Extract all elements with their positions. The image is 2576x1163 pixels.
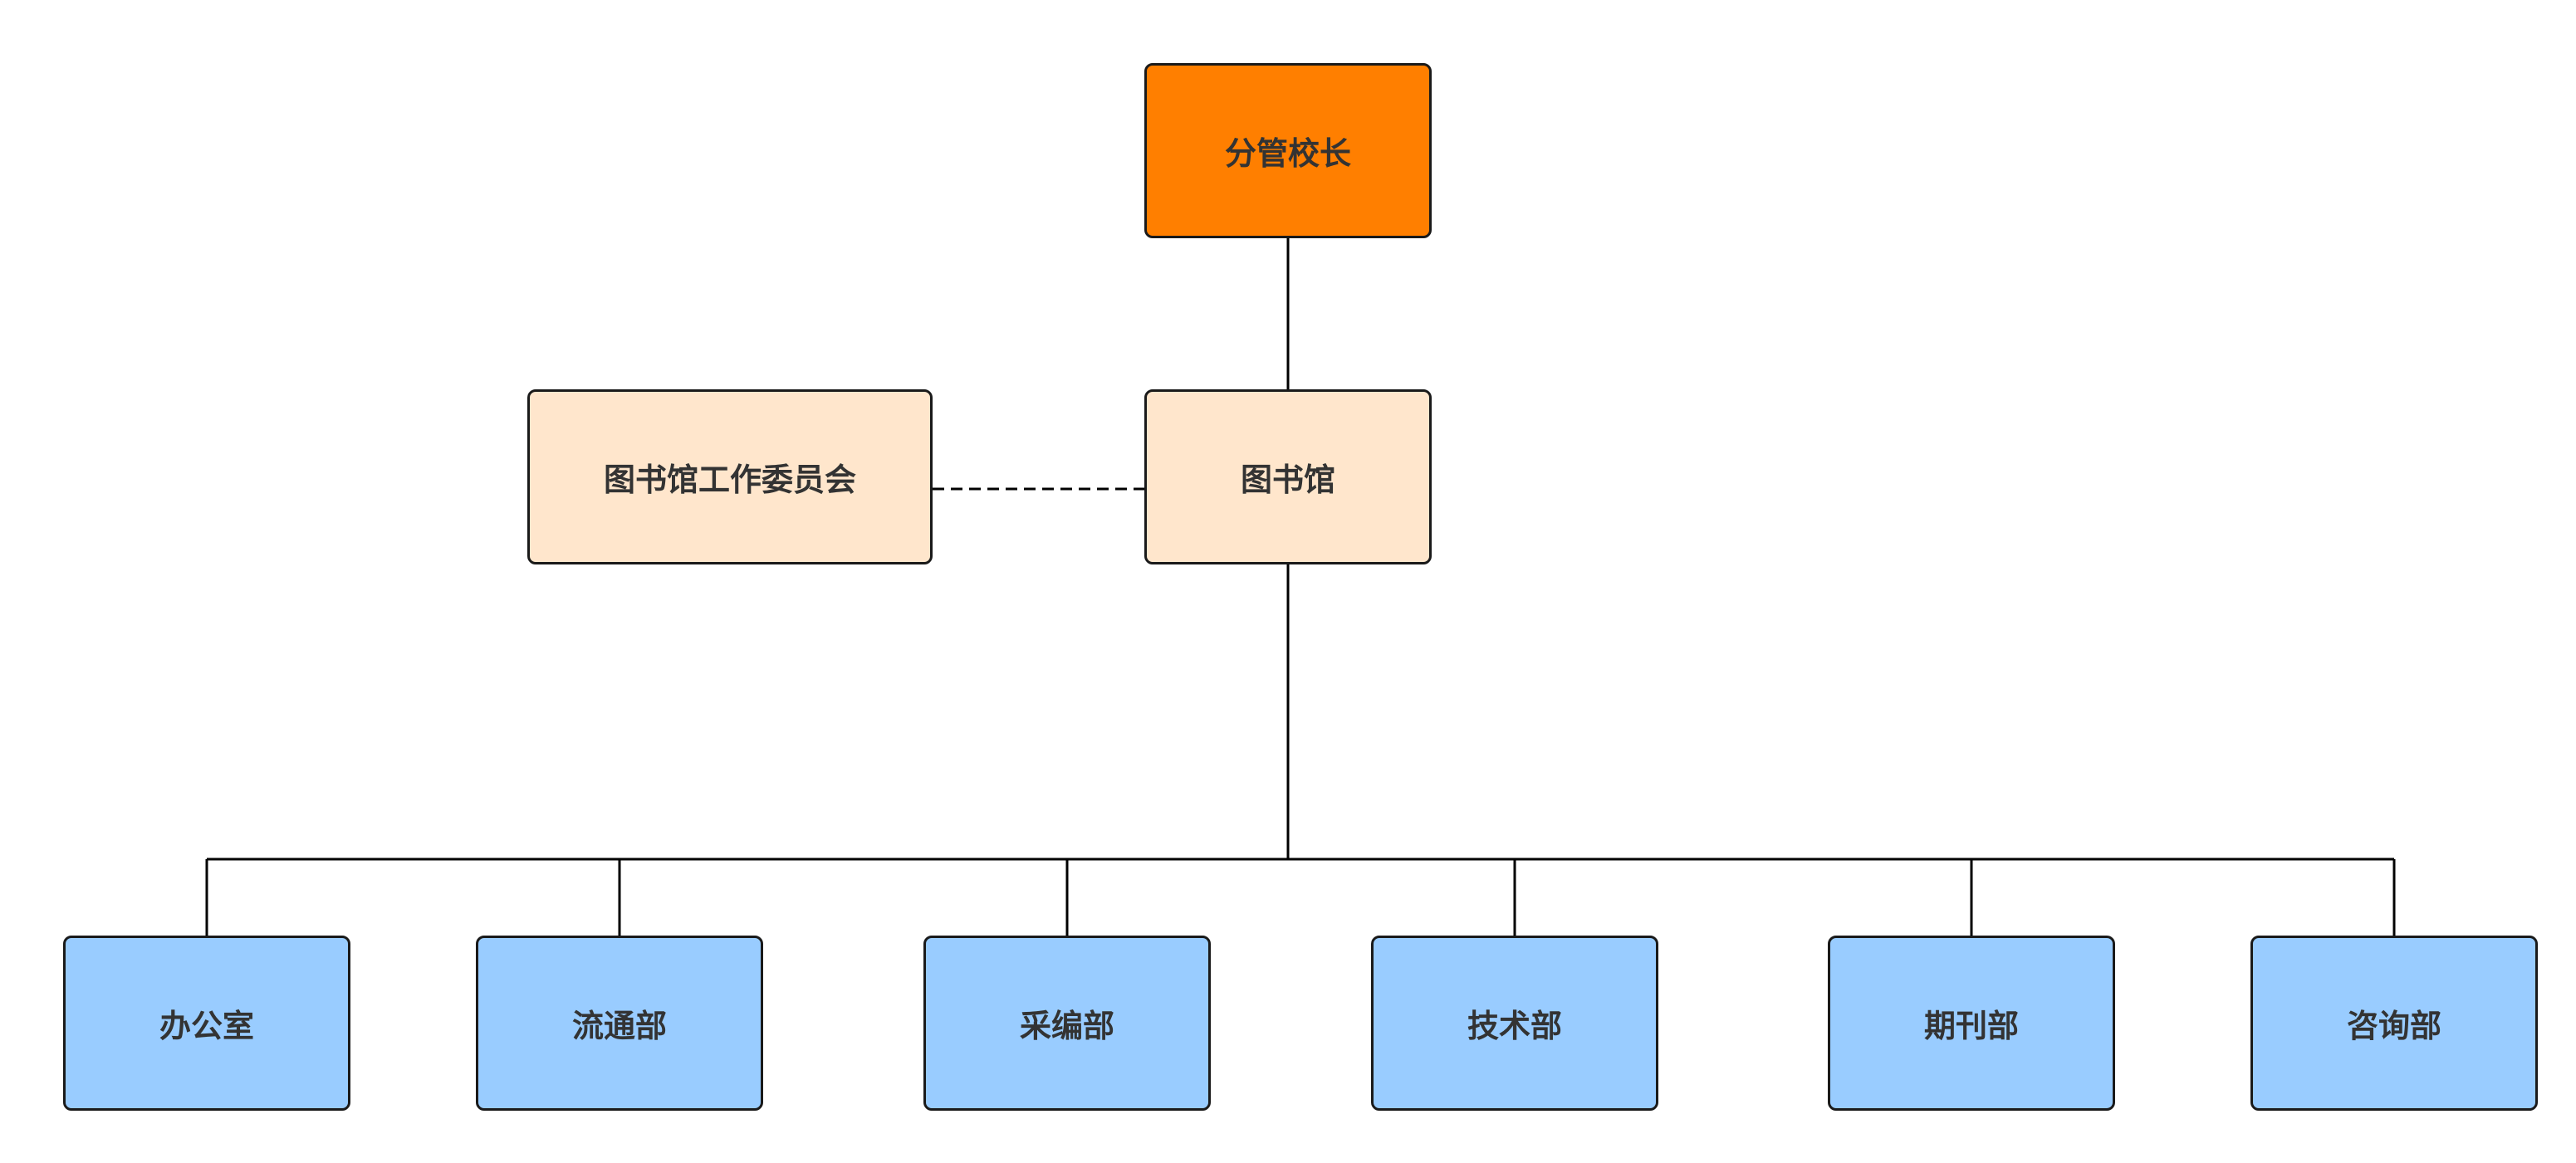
department-acquisition-node[interactable]: 采编部	[923, 936, 1211, 1111]
library-committee-node[interactable]: 图书馆工作委员会	[527, 389, 933, 564]
principal-node[interactable]: 分管校长	[1144, 63, 1432, 238]
library-node[interactable]: 图书馆	[1144, 389, 1432, 564]
department-technology-node[interactable]: 技术部	[1371, 936, 1658, 1111]
department-circulation-node[interactable]: 流通部	[476, 936, 763, 1111]
department-reference-node[interactable]: 咨询部	[2250, 936, 2538, 1111]
department-periodicals-node[interactable]: 期刊部	[1828, 936, 2115, 1111]
department-office-node[interactable]: 办公室	[63, 936, 350, 1111]
